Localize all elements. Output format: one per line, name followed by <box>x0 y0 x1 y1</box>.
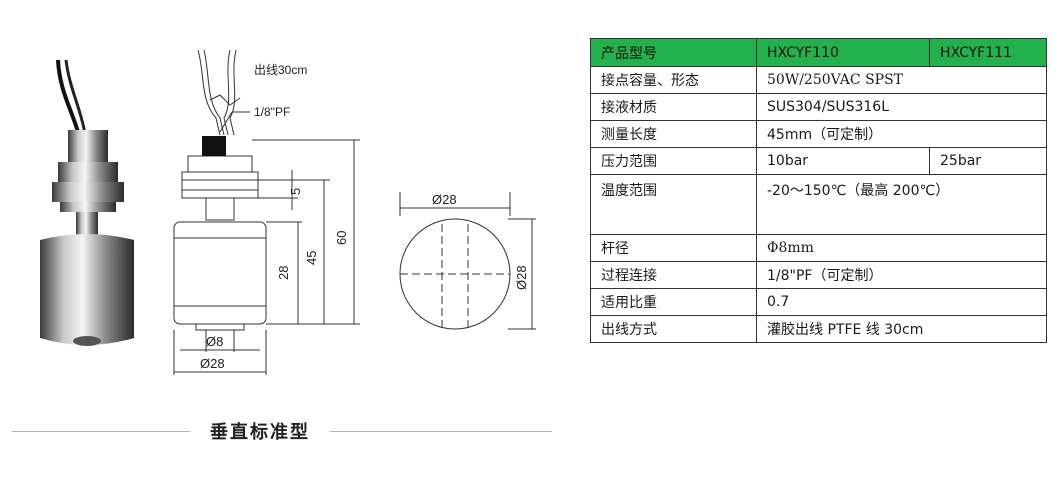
dimension-drawing: 出线30cm 1/8"PF 5 28 45 60 Ø8 Ø28 <box>173 49 360 375</box>
table-header-row: 产品型号 HXCYF110 HXCYF111 <box>590 38 1047 67</box>
header-model-2: HXCYF111 <box>929 38 1047 67</box>
caption-divider <box>330 431 552 432</box>
table-row: 测量长度 45mm（可定制） <box>590 120 1047 148</box>
table-row: 适用比重 0.7 <box>590 288 1047 316</box>
table-row: 压力范围 10bar 25bar <box>590 147 1047 175</box>
table-row: 接液材质 SUS304/SUS316L <box>590 93 1047 121</box>
row-key: 接液材质 <box>590 93 757 121</box>
caption-divider <box>12 431 190 432</box>
row-key: 出线方式 <box>590 315 757 343</box>
table-row: 接点容量、形态 50W/250VAC SPST <box>590 66 1047 94</box>
row-value: Φ8mm <box>756 234 1047 262</box>
row-key: 压力范围 <box>590 147 757 175</box>
row-value-1: 10bar <box>756 147 930 175</box>
header-label: 产品型号 <box>590 38 757 67</box>
row-key: 过程连接 <box>590 261 757 289</box>
row-value-2: 25bar <box>929 147 1047 175</box>
row-value: -20～150℃（最高 200℃） <box>756 174 1047 235</box>
top-view-height-label: Ø28 <box>514 265 529 290</box>
top-view-drawing: Ø28 Ø28 <box>399 192 536 330</box>
dim-28-label: 28 <box>276 266 291 280</box>
table-row: 过程连接 1/8"PF（可定制） <box>590 261 1047 289</box>
dim-5-label: 5 <box>288 188 303 195</box>
row-key: 杆径 <box>590 234 757 262</box>
caption: 垂直标准型 <box>210 422 310 443</box>
lead-length-label: 出线30cm <box>254 63 307 77</box>
thread-label: 1/8"PF <box>254 105 290 119</box>
spec-table: 产品型号 HXCYF110 HXCYF111 接点容量、形态 50W/250VA… <box>590 38 1047 343</box>
row-key: 适用比重 <box>590 288 757 316</box>
row-value: 0.7 <box>756 288 1047 316</box>
dim-60-label: 60 <box>334 231 349 245</box>
table-row: 杆径 Φ8mm <box>590 234 1047 262</box>
dim-45-label: 45 <box>304 251 319 265</box>
row-value: 45mm（可定制） <box>756 120 1047 148</box>
top-view-width-label: Ø28 <box>432 192 457 207</box>
header-model-1: HXCYF110 <box>756 38 930 67</box>
row-key: 接点容量、形态 <box>590 66 757 94</box>
row-value: 1/8"PF（可定制） <box>756 261 1047 289</box>
row-value: SUS304/SUS316L <box>756 93 1047 121</box>
row-value: 灌胶出线 PTFE 线 30cm <box>756 315 1047 343</box>
float-diameter-label: Ø28 <box>200 356 225 371</box>
float-body <box>40 234 134 345</box>
table-row: 温度范围 -20～150℃（最高 200℃） <box>590 174 1047 235</box>
caption-row: 垂直标准型 <box>12 416 552 446</box>
row-key: 测量长度 <box>590 120 757 148</box>
table-row: 出线方式 灌胶出线 PTFE 线 30cm <box>590 315 1047 343</box>
row-value: 50W/250VAC SPST <box>756 66 1047 94</box>
row-key: 温度范围 <box>590 174 757 235</box>
stem-diameter-label: Ø8 <box>206 334 223 349</box>
product-photo <box>40 60 134 346</box>
